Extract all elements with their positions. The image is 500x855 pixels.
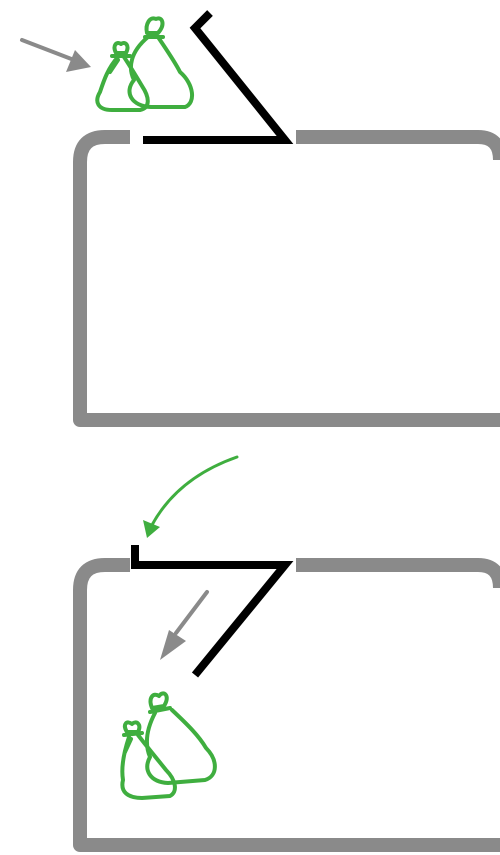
flap-open	[131, 545, 294, 678]
garbage-bags-icon	[120, 691, 217, 800]
container-outline	[73, 130, 500, 427]
step-2-panel	[73, 455, 500, 852]
straight-arrow-icon	[160, 590, 209, 660]
garbage-bags-icon	[95, 16, 194, 112]
flap-closed	[143, 10, 294, 144]
straight-arrow-icon	[20, 38, 91, 72]
container-outline	[73, 558, 500, 852]
step-1-panel	[20, 10, 500, 427]
curved-arrow-icon	[143, 455, 239, 538]
